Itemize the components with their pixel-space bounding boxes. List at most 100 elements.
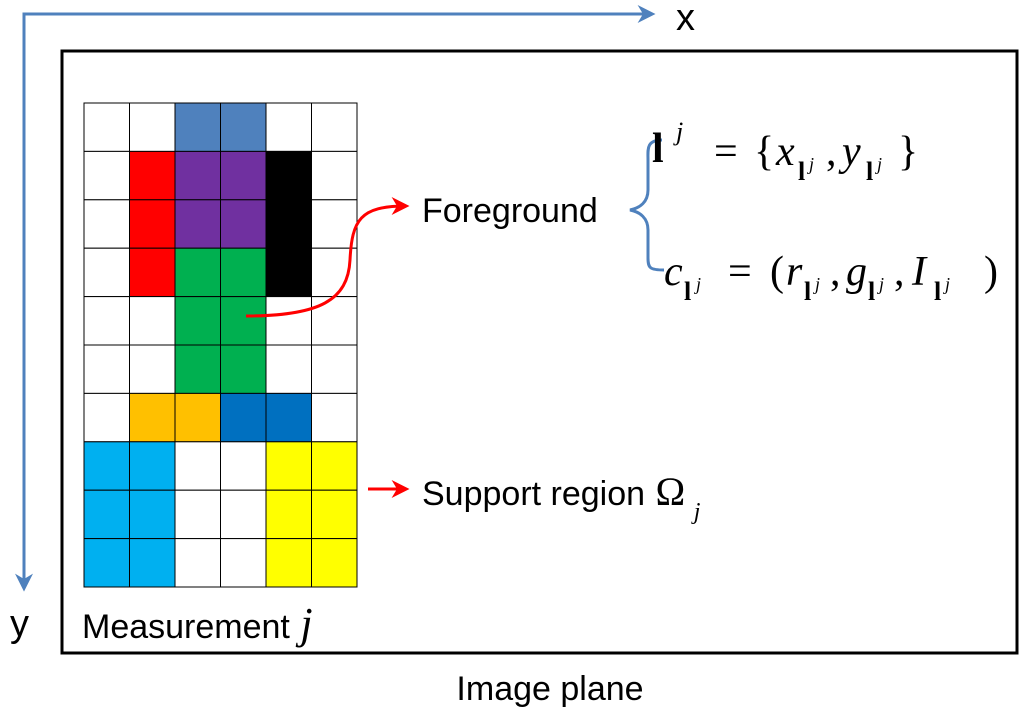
color-equals: = — [728, 249, 752, 295]
grid-cell-r6-c1 — [129, 392, 176, 443]
support-region-subscript: j — [691, 499, 701, 525]
color-r-subscript: l — [804, 277, 811, 306]
grid-cell-r9-c4 — [265, 538, 312, 588]
support-region-label: Support region Ω j — [422, 469, 701, 525]
grid-cell-r9-c3 — [220, 538, 267, 588]
grid-cell-r4-c1 — [129, 296, 176, 346]
color-comma-1: , — [830, 249, 841, 295]
grid-cell-r1-c1 — [129, 150, 176, 201]
grid-cell-r0-c0 — [83, 102, 130, 152]
axes: x y — [10, 0, 695, 645]
grid-cell-r7-c4 — [265, 441, 312, 491]
grid-cell-r1-c5 — [311, 150, 358, 201]
y-axis-label: y — [10, 603, 29, 645]
grid-cell-r4-c0 — [83, 296, 130, 346]
location-x: x — [775, 129, 795, 175]
grid-cell-r3-c2 — [174, 247, 221, 298]
grid-cell-r5-c3 — [220, 344, 267, 394]
location-formula: l j = { x l j , y l j } — [652, 117, 918, 186]
grid-cell-r4-c2 — [174, 296, 221, 346]
location-x-subscript: l — [798, 157, 805, 186]
x-axis-arrow — [22, 5, 656, 23]
grid-cell-r3-c4 — [265, 247, 312, 298]
color-i-subscript: l — [934, 277, 941, 306]
grid-cell-r7-c3 — [220, 441, 267, 491]
grid-cell-r8-c2 — [174, 489, 221, 540]
support-region-label-text: Support region — [422, 475, 645, 513]
color-symbol-subscript-sup: j — [694, 274, 701, 294]
grid-cell-r6-c5 — [311, 392, 358, 443]
location-close-brace: } — [898, 129, 918, 175]
color-i: I — [911, 249, 928, 295]
location-x-subscript-sup: j — [807, 154, 814, 174]
grid-cell-r2-c2 — [174, 199, 221, 249]
color-g-subscript-sup: j — [877, 274, 884, 294]
measurement-index: j — [295, 599, 312, 648]
color-i-subscript-sup: j — [943, 274, 950, 294]
grid-cell-r5-c4 — [265, 344, 312, 394]
x-axis-label: x — [676, 0, 695, 39]
color-close-paren: ) — [984, 249, 998, 295]
measurement-label: Measurement j — [82, 599, 313, 648]
grid-cell-r2-c5 — [311, 199, 358, 249]
grid-cell-r9-c0 — [83, 538, 130, 588]
measurement-label-text: Measurement — [82, 608, 290, 646]
color-symbol-subscript: l — [684, 277, 691, 306]
grid-cell-r2-c3 — [220, 199, 267, 249]
grid-cell-r7-c5 — [311, 441, 358, 491]
grid-cell-r0-c1 — [129, 102, 176, 152]
color-open-paren: ( — [770, 249, 784, 295]
grid-cell-r6-c0 — [83, 392, 130, 443]
grid-cell-r8-c3 — [220, 489, 267, 540]
measurement-grid — [83, 102, 358, 588]
grid-cell-r8-c1 — [129, 489, 176, 540]
grid-cell-r7-c0 — [83, 441, 130, 491]
grid-cell-r5-c2 — [174, 344, 221, 394]
location-symbol: l — [652, 126, 664, 172]
grid-cell-r4-c5 — [311, 296, 358, 346]
grid-cell-r1-c3 — [220, 150, 267, 201]
grid-cell-r6-c2 — [174, 392, 221, 443]
grid-cell-r3-c1 — [129, 247, 176, 298]
location-open-brace: { — [754, 129, 774, 175]
location-comma: , — [826, 129, 837, 175]
grid-cell-r0-c5 — [311, 102, 358, 152]
location-superscript: j — [673, 117, 683, 146]
color-g: g — [846, 249, 867, 295]
location-y: y — [838, 129, 861, 175]
grid-cell-r1-c2 — [174, 150, 221, 201]
foreground-pointer-arrow — [245, 197, 410, 318]
grid-cell-r6-c4 — [265, 392, 312, 443]
color-r-subscript-sup: j — [813, 274, 820, 294]
grid-cell-r4-c3 — [220, 296, 267, 346]
grid-cell-r7-c2 — [174, 441, 221, 491]
color-r: r — [786, 249, 803, 295]
support-region-symbol: Ω — [656, 469, 686, 514]
grid-cell-r6-c3 — [220, 392, 267, 443]
grid-cell-r0-c2 — [174, 102, 221, 152]
grid-cell-r0-c4 — [265, 102, 312, 152]
grid-cell-r9-c5 — [311, 538, 358, 588]
grid-cell-r5-c5 — [311, 344, 358, 394]
color-g-subscript: l — [868, 277, 875, 306]
grid-cell-r9-c1 — [129, 538, 176, 588]
foreground-brace — [629, 138, 665, 272]
location-y-subscript: l — [866, 157, 873, 186]
grid-cell-r3-c0 — [83, 247, 130, 298]
color-symbol: c — [664, 249, 683, 295]
grid-cell-r0-c3 — [220, 102, 267, 152]
grid-cell-r5-c1 — [129, 344, 176, 394]
location-y-subscript-sup: j — [875, 154, 882, 174]
grid-cell-r7-c1 — [129, 441, 176, 491]
grid-cell-r8-c5 — [311, 489, 358, 540]
grid-cell-r5-c0 — [83, 344, 130, 394]
grid-cell-r4-c4 — [265, 296, 312, 346]
image-plane-frame — [60, 49, 1019, 655]
grid-cell-r2-c4 — [265, 199, 312, 249]
grid-cell-r1-c0 — [83, 150, 130, 201]
grid-cell-r1-c4 — [265, 150, 312, 201]
image-plane-caption: Image plane — [456, 670, 643, 708]
grid-cell-r8-c4 — [265, 489, 312, 540]
grid-cell-r8-c0 — [83, 489, 130, 540]
